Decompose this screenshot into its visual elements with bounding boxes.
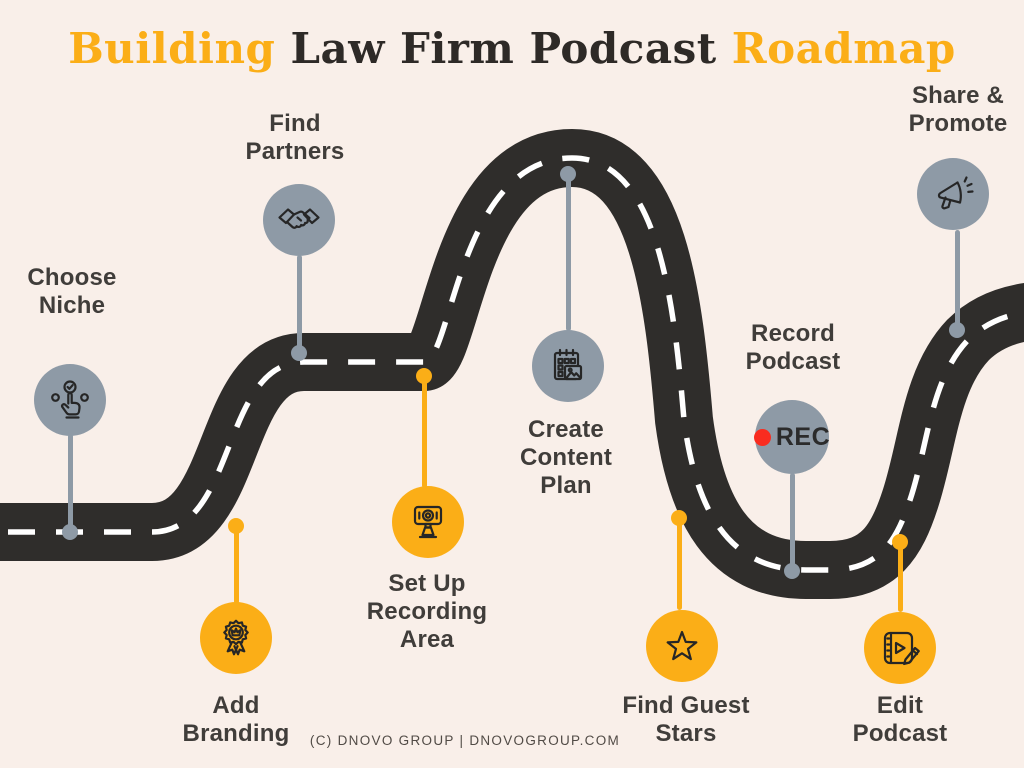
road-marker-dot [62,524,78,540]
connector-line [565,176,571,331]
connector-line [421,378,427,488]
road-marker-dot [784,563,800,579]
road-marker-dot [228,518,244,534]
milestone-circle [263,184,335,256]
road-marker-dot [892,534,908,550]
milestone-circle [34,364,106,436]
road-marker-dot [560,166,576,182]
milestone-label: Share & Promote [908,82,1008,137]
webcam-icon [413,505,443,539]
milestone-circle [392,486,464,558]
road-marker-dot [291,345,307,361]
connector-line [67,434,73,532]
connector-line [954,230,960,330]
connector-line [789,473,795,571]
road-marker-dot [416,368,432,384]
milestone-circle [864,612,936,684]
milestone-label: Find Partners [245,110,345,165]
megaphone-icon [937,176,974,210]
connector-line [676,520,682,610]
connector-line [897,544,903,612]
title-accent-1: Building [68,24,276,73]
milestone-label: Choose Niche [27,264,117,319]
page-title: Building Law Firm Podcast Roadmap [0,24,1024,73]
copyright-footer: (C) DNOVO GROUP | DNOVOGROUP.COM [309,733,621,748]
select-hand-icon [51,380,89,419]
milestone-label: Add Branding [182,692,290,747]
road-center-dashes [0,155,1024,573]
handshake-icon [278,208,320,229]
title-accent-2: Roadmap [731,24,956,73]
rec-red-dot-icon [753,428,771,446]
badge-icon [223,619,249,656]
milestone-circle: REC [753,400,831,474]
milestone-label: Create Content Plan [519,416,613,499]
calendar-icon [553,348,583,381]
connector-line [296,255,302,353]
milestone-circle [532,330,604,402]
rec-label: REC [775,422,831,451]
milestone-circle [200,602,272,674]
milestone-label: Set Up Recording Area [366,570,488,653]
milestone-label: Record Podcast [745,320,841,375]
video-edit-icon [883,631,920,666]
star-icon [666,630,698,661]
milestone-circle [917,158,989,230]
rec-indicator: REC [753,422,831,452]
title-main: Law Firm Podcast [275,24,732,73]
road-marker-dot [949,322,965,338]
connector-line [233,528,239,604]
milestone-circle [646,610,718,682]
milestone-label: Edit Podcast [852,692,948,747]
road-marker-dot [671,510,687,526]
milestone-label: Find Guest Stars [622,692,750,747]
